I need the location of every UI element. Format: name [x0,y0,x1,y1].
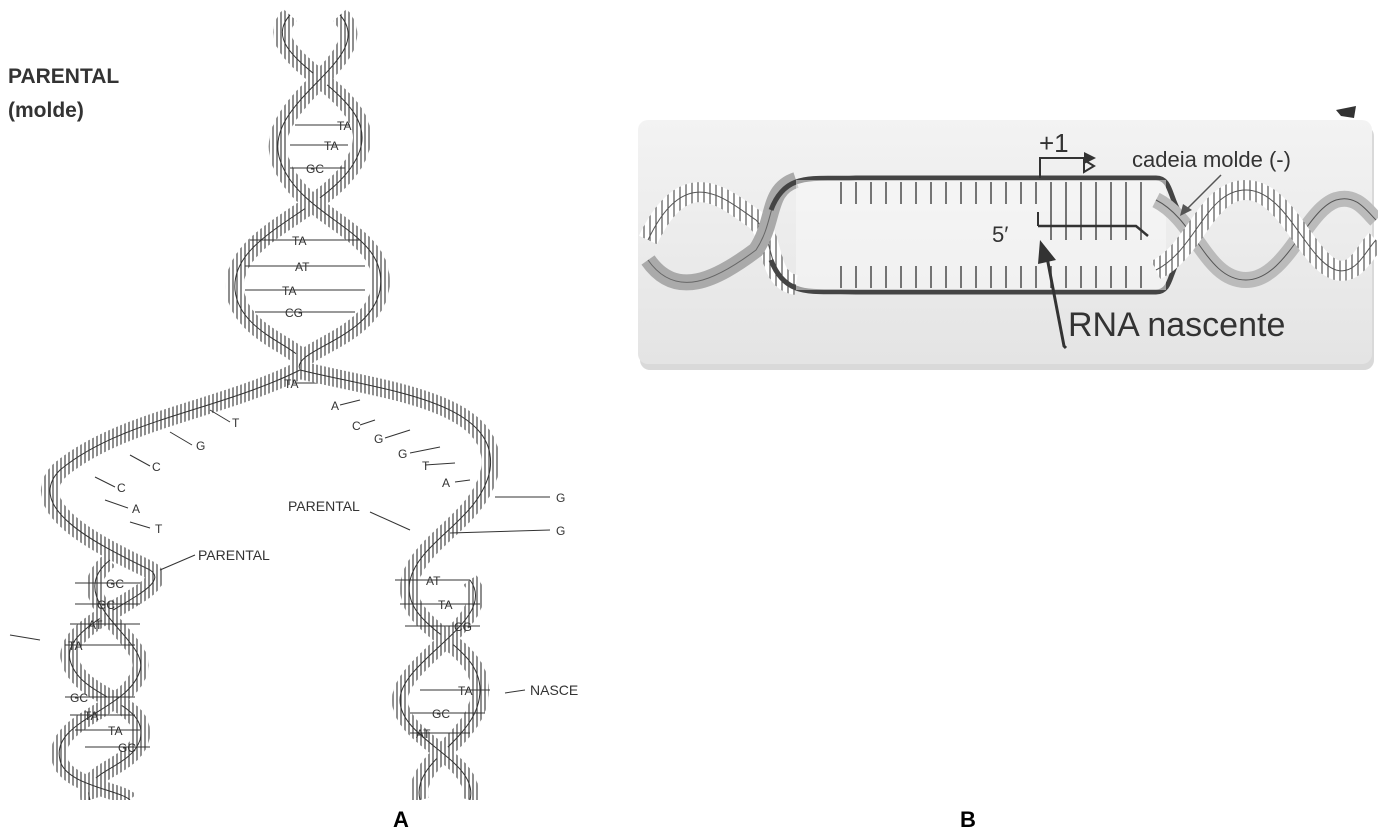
pair-label: TA [324,139,338,153]
transcription-bubble [771,178,1196,292]
pair-label: GC [306,162,324,176]
pair-label: AT [416,727,431,741]
pair-label: CG [454,620,472,634]
base-label: G [398,447,407,461]
rna-label: RNA nascente [1068,306,1285,344]
pair-label: TA [337,119,351,133]
start-label: +1 [1039,128,1069,158]
base-label: C [152,460,161,474]
base-label: C [117,481,126,495]
caption-b: B [960,807,976,833]
pair-label: TA [284,377,298,391]
pair-label: AT [426,574,441,588]
base-label: C [352,419,361,433]
title-parental: PARENTAL [8,65,119,88]
replication-fork-svg: PARENTAL (molde) TA TA GC TA AT TA CG TA… [0,0,620,800]
base-label: A [132,502,140,516]
base-label: G [556,491,565,505]
label-nascent: NASCE [530,682,578,698]
pair-label: TA [108,724,122,738]
pair-label: TA [84,709,98,723]
base-label: A [442,476,450,490]
base-label: G [196,439,205,453]
pair-label: TA [438,598,452,612]
label-parental-left: PARENTAL [198,547,270,563]
pair-label: GC [97,598,115,612]
base-label: A [331,399,339,413]
pair-label: AT [88,618,103,632]
base-label: T [232,416,240,430]
five-prime-label: 5′ [992,222,1008,247]
pair-label: CG [285,306,303,320]
transcription-svg: +1 cadeia molde (-) 5′ RNA nascente [636,100,1378,380]
pair-label: TA [282,284,296,298]
title-molde: (molde) [8,99,84,122]
base-label: T [155,522,163,536]
pair-label: GC [432,707,450,721]
pair-label: GC [106,577,124,591]
label-parental-right: PARENTAL [288,498,360,514]
caption-a: A [393,807,409,833]
template-label: cadeia molde (-) [1132,147,1291,172]
pair-label: TA [68,639,82,653]
panel-a-replication-diagram: PARENTAL (molde) TA TA GC TA AT TA CG TA… [0,0,620,800]
pair-label: TA [292,234,306,248]
pair-label: TA [458,684,472,698]
base-label: G [374,432,383,446]
pair-label: AT [295,260,310,274]
panel-b-transcription-bubble: +1 cadeia molde (-) 5′ RNA nascente [636,100,1378,380]
pair-label: GC [70,691,88,705]
base-label: G [556,524,565,538]
pair-label: GC [118,741,136,755]
lower-ticks [841,266,1141,288]
base-label: T [422,459,430,473]
corner-arrow [1336,106,1356,118]
upper-helix [235,15,381,370]
